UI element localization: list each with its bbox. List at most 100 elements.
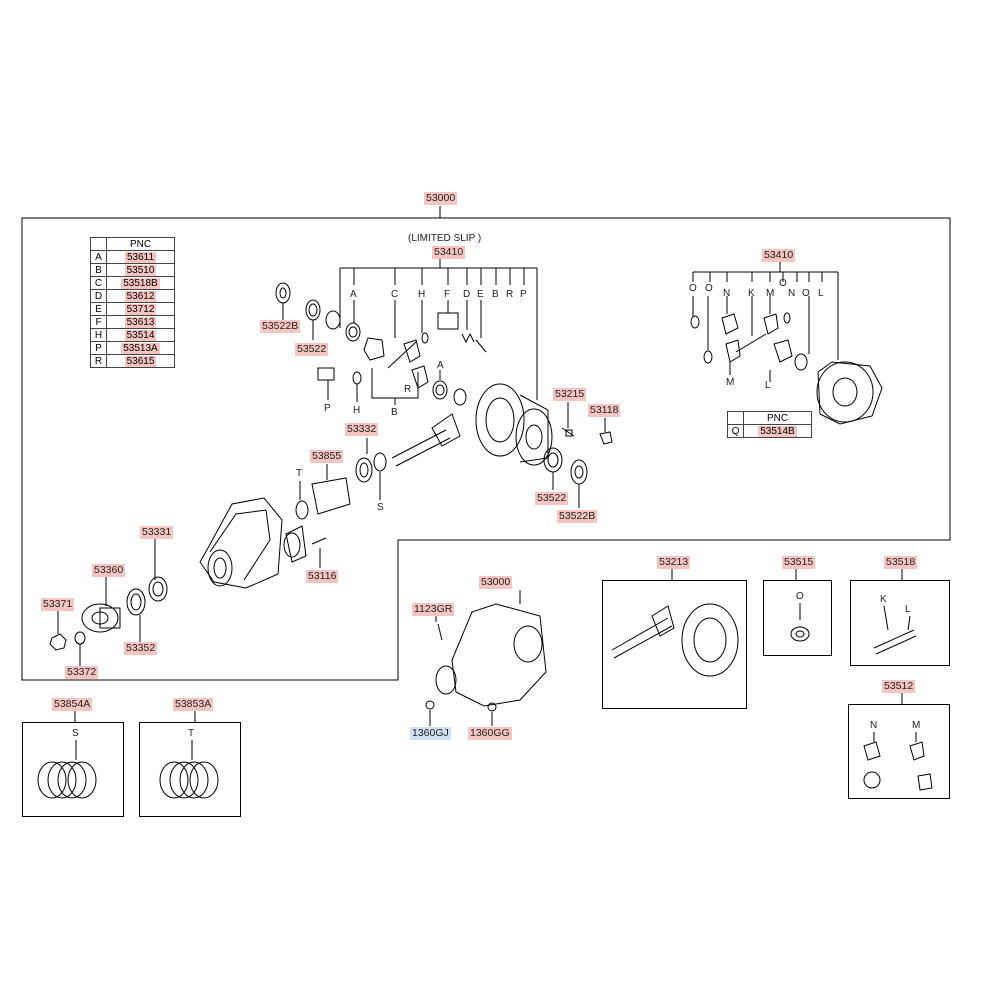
- callout-letter: H: [418, 289, 426, 300]
- washer-h-lower: [352, 371, 362, 385]
- oil-seal: [148, 576, 168, 602]
- callout-letter: B: [391, 407, 398, 418]
- limited-slip-bracket: [339, 258, 538, 400]
- diff-case-std: [816, 361, 874, 423]
- callout-letter: R: [404, 384, 412, 395]
- callout-letter: R: [506, 289, 514, 300]
- lock-plate: [599, 431, 613, 445]
- part-label-1360gj[interactable]: 1360GJ: [410, 727, 451, 740]
- shim-s-stack: [37, 761, 97, 799]
- callout-letter: S: [377, 502, 384, 513]
- part-label-53332[interactable]: 53332: [345, 423, 379, 436]
- pinion-bearing: [126, 588, 146, 616]
- pinion-gear-b: [403, 339, 421, 363]
- part-label-53360[interactable]: 53360: [92, 564, 126, 577]
- callout-letter: M: [766, 288, 775, 299]
- part-label-53522b-right[interactable]: 53522B: [557, 510, 598, 523]
- lock-nut: [49, 633, 67, 651]
- part-label-53118[interactable]: 53118: [588, 404, 621, 417]
- part-label-1123gr[interactable]: 1123GR: [412, 603, 455, 616]
- kit-o-washer: [790, 626, 810, 642]
- bolt-1123gr: [437, 623, 443, 641]
- callout-letter: C: [391, 289, 399, 300]
- part-label-53855[interactable]: 53855: [310, 450, 344, 463]
- part-label-53410-ls[interactable]: 53410: [432, 246, 466, 259]
- block-p: [317, 367, 335, 381]
- part-label-53371[interactable]: 53371: [41, 598, 75, 611]
- pinion-shaft-main: [391, 429, 447, 459]
- gear-set-ring: [681, 603, 739, 677]
- collapsible-spacer: [311, 477, 351, 515]
- pnc-table-header: PNC: [106, 237, 175, 251]
- callout-letter: O: [779, 278, 787, 289]
- callout-letter: E: [477, 289, 484, 300]
- shim-s-box: [22, 722, 124, 817]
- ring-gear-body: [519, 394, 549, 463]
- part-label-53331[interactable]: 53331: [140, 526, 174, 539]
- washer-right: [453, 388, 467, 406]
- part-label-53372[interactable]: 53372: [65, 666, 99, 679]
- callout-letter: N: [788, 288, 796, 299]
- spacer-s: [373, 452, 387, 472]
- ring-a: [345, 322, 361, 342]
- callout-letter: T: [188, 728, 195, 739]
- bearing-right: [543, 447, 563, 473]
- washer-53372: [74, 631, 86, 645]
- pinion-shaft: [387, 341, 417, 369]
- bearing-53332: [355, 457, 373, 483]
- callout-letter: O: [796, 591, 804, 602]
- callout-letter: O: [705, 283, 713, 294]
- washer-h: [421, 332, 429, 344]
- shim-t-box: [139, 722, 241, 817]
- part-label-53518[interactable]: 53518: [884, 556, 918, 569]
- part-label-1360gg[interactable]: 1360GG: [468, 727, 512, 740]
- part-label-53515[interactable]: 53515: [782, 556, 816, 569]
- callout-letter: A: [437, 360, 444, 371]
- part-label-53853a[interactable]: 53853A: [173, 698, 214, 711]
- part-label-53410-std[interactable]: 53410: [762, 249, 796, 262]
- shim-t-stack: [159, 761, 219, 799]
- part-label-53000[interactable]: 53000: [424, 192, 458, 205]
- part-label-53213[interactable]: 53213: [657, 556, 691, 569]
- washer-o1: [690, 315, 700, 329]
- diff-case: [475, 383, 525, 457]
- kit-n-gear: [863, 741, 881, 761]
- washer-a-left: [325, 310, 341, 330]
- plug-gg: [487, 702, 497, 712]
- part-label-53512[interactable]: 53512: [882, 680, 916, 693]
- callout-letter: T: [296, 468, 303, 479]
- part-label-53522-left[interactable]: 53522: [295, 343, 329, 356]
- kit-kl-box: [850, 580, 950, 666]
- pinion-gear-r: [411, 365, 429, 389]
- shaft-k: [735, 333, 767, 353]
- part-label-53215[interactable]: 53215: [553, 388, 587, 401]
- pnc-table-header-row: PNC: [727, 411, 812, 425]
- part-label-53000-carrier[interactable]: 53000: [479, 576, 513, 589]
- screw-53116: [311, 537, 327, 545]
- ring-gear: [515, 408, 553, 466]
- kit-o-box: [763, 580, 832, 656]
- kit-m-gear: [909, 741, 925, 761]
- standard-diff-bracket: [692, 262, 839, 360]
- part-label-53522b-left[interactable]: 53522B: [260, 320, 301, 333]
- callout-letter: B: [492, 289, 499, 300]
- kit-k-shaft: [873, 629, 915, 649]
- callout-letter: M: [912, 720, 921, 731]
- gear-set-box: [602, 580, 747, 709]
- part-label-53116[interactable]: 53116: [306, 570, 339, 583]
- part-label-53522-right[interactable]: 53522: [535, 492, 569, 505]
- companion-flange: [81, 603, 119, 633]
- callout-letter: O: [689, 283, 697, 294]
- ring-a-right: [432, 380, 448, 400]
- assembly-outline: [21, 217, 951, 681]
- part-label-53352[interactable]: 53352: [124, 642, 158, 655]
- part-label-53854a[interactable]: 53854A: [52, 698, 93, 711]
